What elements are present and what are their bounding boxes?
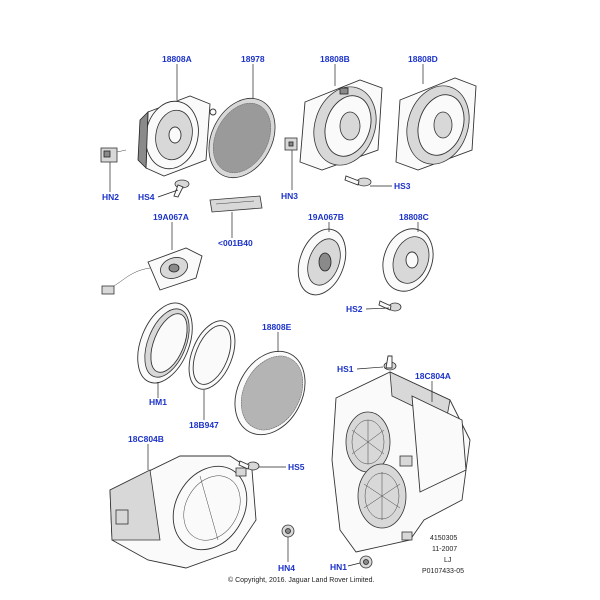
enclosure-18C804B	[109, 455, 257, 569]
screw-HS1	[383, 355, 397, 371]
drawing-date: 11-2007	[432, 546, 458, 553]
callout-HS5[interactable]: HS5	[288, 462, 305, 472]
callout-18978[interactable]: 18978	[241, 54, 265, 64]
callout-18808D[interactable]: 18808D	[408, 54, 438, 64]
callout-HS4[interactable]: HS4	[138, 192, 155, 202]
speaker-18808C	[382, 228, 434, 292]
callout-18808A[interactable]: 18808A	[162, 54, 192, 64]
callout-18808B[interactable]: 18808B	[320, 54, 350, 64]
speaker-18808B	[299, 79, 383, 171]
leader-lines	[109, 64, 433, 567]
clip-HN3	[284, 137, 298, 151]
callout-19A067B[interactable]: 19A067B	[308, 212, 344, 222]
enclosure-18C804A	[331, 371, 471, 553]
callout-18808E[interactable]: 18808E	[262, 322, 292, 332]
nut-HN1	[359, 555, 373, 569]
callout-19A067A[interactable]: 19A067A	[153, 212, 189, 222]
callout-18808C[interactable]: 18808C	[399, 212, 429, 222]
copyright-notice: © Copyright, 2016. Jaguar Land Rover Lim…	[228, 577, 375, 584]
clip-HN2	[100, 147, 127, 163]
grille-18808E	[234, 350, 306, 436]
speaker-18808A	[137, 95, 217, 177]
screw-HS3	[344, 175, 372, 187]
screw-HS2	[378, 300, 402, 312]
callout-18C804A[interactable]: 18C804A	[415, 371, 451, 381]
callout-HN2[interactable]: HN2	[102, 192, 120, 202]
grille-18978	[208, 97, 276, 179]
screw-HS5	[238, 460, 260, 471]
tweeter-19A067A	[101, 247, 203, 295]
speaker-18808D	[395, 77, 477, 171]
callout-HS2[interactable]: HS2	[346, 304, 363, 314]
drawing-number: 4150305	[430, 535, 458, 542]
callout-18C804B[interactable]: 18C804B	[128, 434, 164, 444]
tweeter-19A067B	[297, 228, 347, 296]
drawing-initials: LJ	[444, 557, 452, 564]
gasket-18B947	[188, 320, 236, 390]
callout-HS1[interactable]: HS1	[337, 364, 354, 374]
screw-HS4	[173, 179, 190, 198]
callout-18B947[interactable]: 18B947	[189, 420, 219, 430]
ring-HM1	[137, 302, 193, 384]
nut-HN4	[281, 524, 295, 538]
callout-HS3[interactable]: HS3	[394, 181, 411, 191]
callout-HN4[interactable]: HN4	[278, 563, 296, 573]
callout-001B40[interactable]: <001B40	[218, 238, 253, 248]
badge-001B40	[209, 195, 263, 213]
callout-HN3[interactable]: HN3	[281, 191, 299, 201]
callout-HM1[interactable]: HM1	[149, 397, 167, 407]
part-reference: P0107433-05	[422, 568, 465, 575]
callout-HN1[interactable]: HN1	[330, 562, 348, 572]
